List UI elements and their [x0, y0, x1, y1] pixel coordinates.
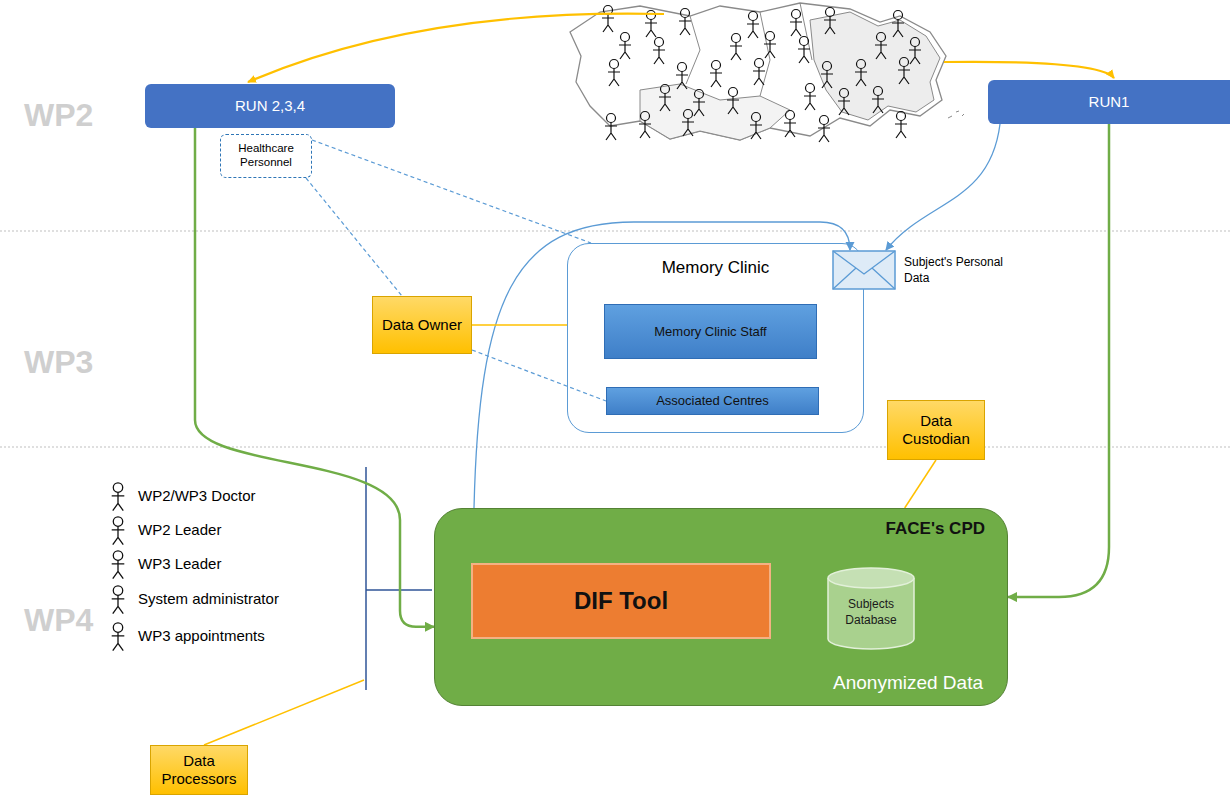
role-label: WP2/WP3 Doctor — [138, 487, 256, 505]
role-label: System administrator — [138, 590, 279, 608]
connector — [306, 178, 402, 296]
role-box: Data Processors — [150, 745, 248, 795]
processor-leader — [204, 680, 364, 745]
box-label: Memory Clinic Staff — [654, 324, 766, 340]
box-label: Healthcare Personnel — [225, 142, 307, 170]
role-box: Data Custodian — [887, 400, 985, 460]
role-label: WP2 Leader — [138, 521, 221, 539]
staff-box: Memory Clinic Staff — [604, 304, 817, 359]
run-box: RUN 2,3,4 — [145, 84, 395, 128]
box-heading: Memory Clinic — [568, 258, 863, 278]
connector — [472, 324, 567, 326]
personnel-box: Healthcare Personnel — [220, 134, 312, 178]
work-package-label: WP2 — [24, 96, 93, 134]
person-icons — [112, 483, 125, 651]
box-caption: Anonymized Data — [833, 672, 983, 695]
connector — [886, 124, 1000, 250]
role-label: WP3 Leader — [138, 555, 221, 573]
centres-box: Associated Centres — [606, 387, 819, 415]
work-package-label: WP3 — [24, 343, 93, 381]
role-label: WP3 appointments — [138, 627, 265, 645]
box-label: Associated Centres — [656, 393, 769, 409]
connector — [905, 460, 936, 508]
work-package-label: WP4 — [24, 601, 93, 639]
separator-lines — [0, 231, 1230, 447]
box-label: DIF Tool — [574, 587, 668, 616]
envelope-label: Subject's Personal Data — [904, 254, 1016, 286]
box-label: Data Processors — [155, 752, 243, 788]
platform-box: FACE's CPD Anonymized Data DIF Tool Subject… — [434, 508, 1008, 706]
database-label: Subjects Database — [830, 596, 912, 628]
connector — [472, 350, 606, 401]
database-cylinder: Subjects Database — [826, 566, 916, 651]
connector — [195, 128, 434, 627]
box-label: Data Owner — [382, 316, 462, 334]
envelope-icon: Subject's Personal Data — [832, 250, 896, 290]
box-label: Data Custodian — [892, 412, 980, 448]
map-arrows — [248, 14, 1114, 82]
box-label: RUN 2,3,4 — [235, 97, 305, 115]
tool-box: DIF Tool — [471, 563, 771, 639]
envelope-shape — [832, 250, 896, 290]
run-box: RUN1 — [988, 80, 1230, 124]
region-map — [570, 3, 964, 142]
connector — [1008, 124, 1109, 597]
box-label: RUN1 — [1089, 93, 1130, 111]
clinic-box: Memory ClinicMemory Clinic StaffAssociat… — [567, 243, 864, 433]
connector — [312, 140, 591, 243]
box-heading: FACE's CPD — [886, 519, 985, 539]
role-box: Data Owner — [372, 296, 472, 354]
